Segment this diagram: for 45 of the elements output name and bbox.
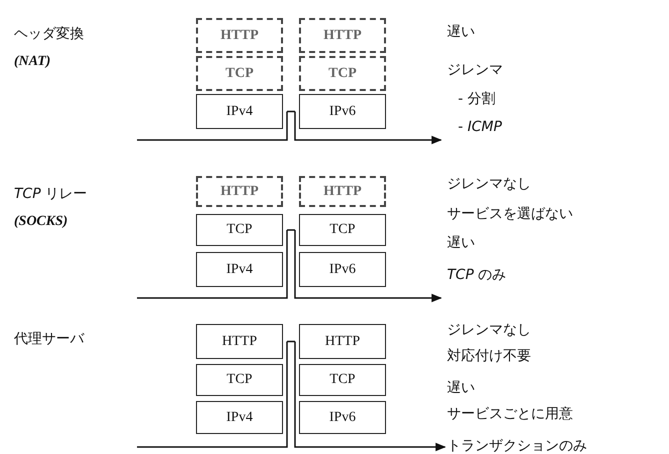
connector-line xyxy=(137,112,288,141)
protocol-box: IPv4 xyxy=(196,94,283,129)
protocol-box: TCP xyxy=(299,214,386,246)
connector-line xyxy=(287,340,295,342)
note-text: 遅い xyxy=(447,24,475,40)
note-text: ジレンマなし xyxy=(447,322,531,338)
protocol-box: HTTP xyxy=(299,18,386,53)
connector-line xyxy=(137,230,288,299)
note-text: TCP のみ xyxy=(447,267,506,283)
note-text: ジレンマなし xyxy=(447,176,531,192)
note-text: 遅い xyxy=(447,380,475,396)
protocol-box: TCP xyxy=(196,364,283,396)
protocol-box: IPv6 xyxy=(299,401,386,434)
protocol-box: TCP xyxy=(299,56,386,91)
protocol-box: HTTP xyxy=(299,176,386,207)
protocol-box: TCP xyxy=(196,214,283,246)
arrow xyxy=(294,230,442,302)
protocol-box: TCP xyxy=(299,364,386,396)
protocol-box: IPv6 xyxy=(299,252,386,287)
connector-line xyxy=(287,229,295,231)
method-label: TCP リレー xyxy=(14,186,88,202)
arrow xyxy=(294,112,442,144)
note-text: - ICMP xyxy=(458,119,502,135)
method-label: ヘッダ変換 xyxy=(14,26,84,42)
protocol-box: HTTP xyxy=(299,324,386,359)
protocol-box: IPv4 xyxy=(196,252,283,287)
note-text: - 分割 xyxy=(458,91,496,107)
method-label: 代理サーバ xyxy=(14,331,84,347)
note-text: ジレンマ xyxy=(447,62,503,78)
note-text: サービスごとに用意 xyxy=(447,406,573,422)
protocol-box: TCP xyxy=(196,56,283,91)
arrow xyxy=(294,342,446,452)
note-text: トランザクションのみ xyxy=(447,438,587,454)
note-text: サービスを選ばない xyxy=(447,206,573,222)
protocol-box: HTTP xyxy=(196,324,283,359)
protocol-box: HTTP xyxy=(196,176,283,207)
protocol-box: IPv4 xyxy=(196,401,283,434)
connector-line xyxy=(137,342,288,448)
method-label: (NAT) xyxy=(14,54,51,70)
protocol-box: IPv6 xyxy=(299,94,386,129)
protocol-box: HTTP xyxy=(196,18,283,53)
note-text: 対応付け不要 xyxy=(447,348,531,364)
method-label: (SOCKS) xyxy=(14,214,68,230)
connector-line xyxy=(287,110,295,112)
note-text: 遅い xyxy=(447,235,475,251)
